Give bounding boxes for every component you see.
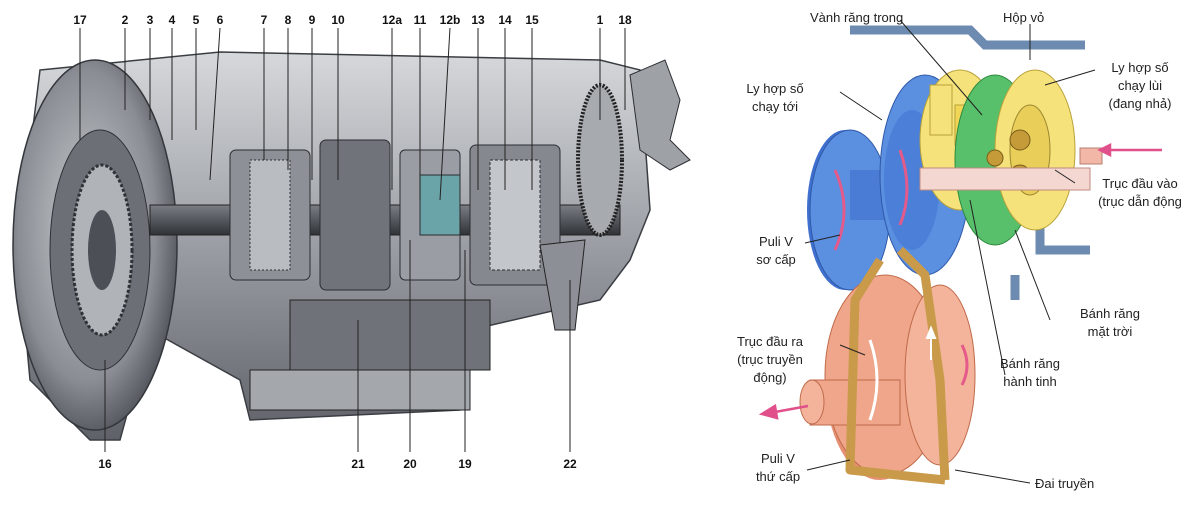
callout-3: 3 [147,13,154,27]
callout-9: 9 [309,13,316,27]
callout-1: 1 [597,13,604,27]
callout-8: 8 [285,13,292,27]
primary-pulley [807,74,971,291]
callout-6: 6 [217,13,224,27]
callout-18: 18 [618,13,632,27]
callout-21: 21 [351,457,365,471]
transmission-cutaway-figure: 17 2 3 4 5 6 7 8 9 10 12a 11 12b 13 14 1… [12,13,691,471]
oil-pan [249,369,471,411]
input-arrow [1097,142,1162,158]
callout-14: 14 [498,13,512,27]
callout-15: 15 [525,13,539,27]
callout-10: 10 [331,13,345,27]
output-arrow [758,403,809,420]
callout-2: 2 [122,13,129,27]
label-planet-gear-line1: Bánh răng [1000,356,1060,371]
label-input-shaft-line1: Trục đầu vào [1102,176,1177,191]
callout-7: 7 [261,13,268,27]
label-output-shaft-line1: Trục đầu ra [737,334,804,349]
callout-16: 16 [98,457,112,471]
label-reverse-clutch-line1: Ly hợp số [1111,60,1168,75]
label-forward-clutch-line2: chạy tới [752,99,798,114]
callout-4: 4 [169,13,176,27]
label-reverse-clutch-line2: chạy lùi [1118,78,1162,93]
callout-19: 19 [458,457,472,471]
callout-12a: 12a [382,13,402,27]
label-secondary-pulley-line2: thứ cấp [756,469,800,484]
callout-lines-bottom [104,240,571,452]
label-input-shaft-line2: (trục dẫn động [1098,194,1182,209]
callout-22: 22 [563,457,577,471]
label-ring-gear: Vành răng trong [810,10,903,25]
callout-5: 5 [193,13,200,27]
input-shaft [919,147,1103,191]
secondary-pulley [799,274,976,480]
drive-belt [845,246,950,485]
sun-gear-assembly [954,69,1076,246]
callout-13: 13 [471,13,485,27]
label-sun-gear-line2: mặt trời [1088,324,1133,339]
belt-flow-arrow [925,325,937,360]
label-reverse-clutch-line3: (đang nhả) [1109,96,1172,111]
output-flange [629,59,691,171]
label-output-shaft-line2: (trục truyền [737,352,803,367]
transmission-cutaway-drawing: 17 2 3 4 5 6 7 8 9 10 12a 11 12b 13 14 1… [12,13,691,471]
label-forward-clutch-line1: Ly hợp số [746,81,803,96]
label-belt: Đai truyền [1035,476,1094,491]
label-output-shaft-line3: động) [753,370,786,385]
callout-11: 11 [414,13,427,27]
label-sun-gear-line1: Bánh răng [1080,306,1140,321]
label-secondary-pulley-line1: Puli V [761,451,795,466]
callout-20: 20 [403,457,417,471]
valve-body [289,299,491,371]
label-primary-pulley-line1: Puli V [759,234,793,249]
callout-lines-top [79,27,626,201]
cvt-schematic-drawing: Vành răng trong Hộp vỏ Ly hợp số chạy lù… [737,10,1182,491]
shift-linkage [539,239,586,331]
housing-walls [850,25,1090,300]
cvt-schematic-figure: Vành răng trong Hộp vỏ Ly hợp số chạy lù… [700,0,1200,506]
label-leader-lines [804,19,1096,484]
callout-17: 17 [73,13,87,27]
callout-12b: 12b [440,13,461,27]
label-planet-gear-line2: hành tinh [1003,374,1057,389]
label-housing: Hộp vỏ [1003,10,1044,25]
label-primary-pulley-line2: sơ cấp [756,252,796,267]
